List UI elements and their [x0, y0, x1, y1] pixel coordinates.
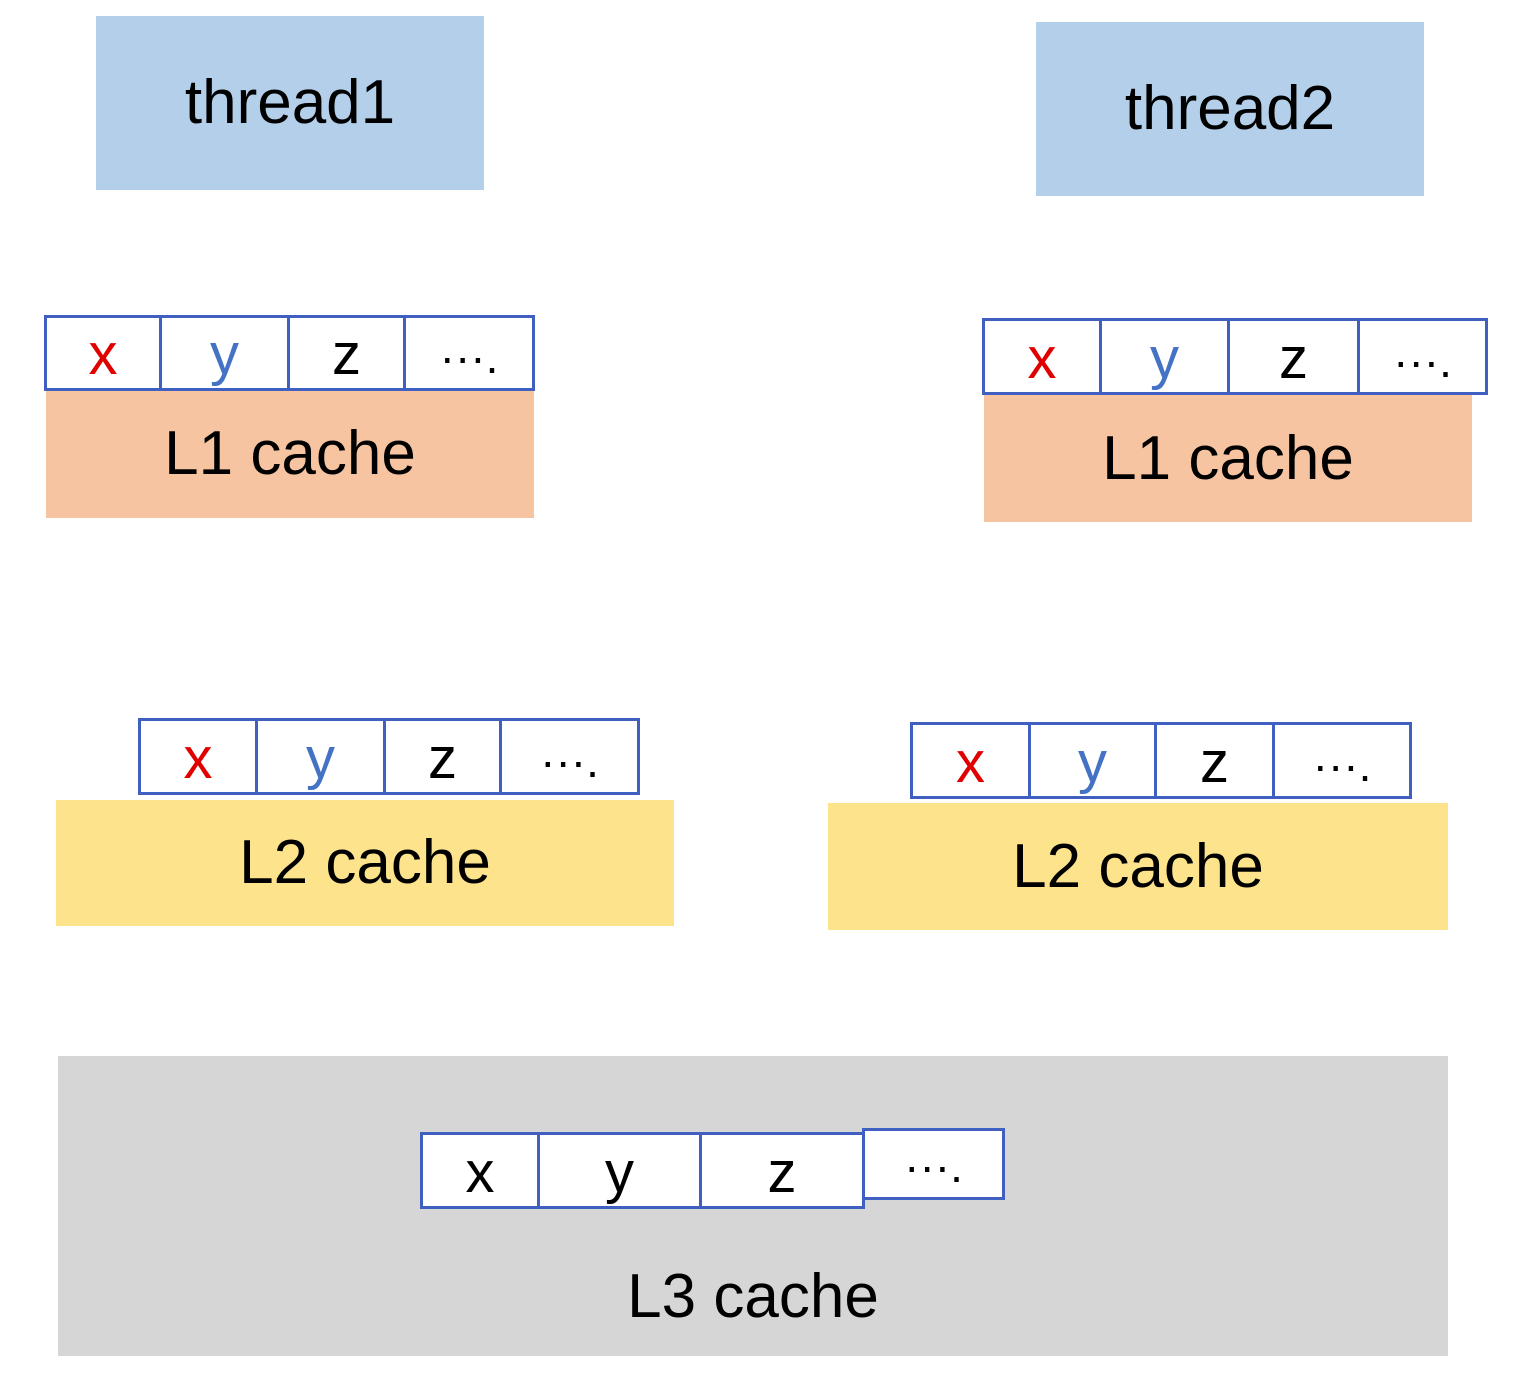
cache-cell-z: z: [1227, 318, 1360, 395]
cache-cell-y: y: [1028, 722, 1157, 799]
cache-cell-y: y: [159, 315, 290, 391]
cache-cell-y: y: [1099, 318, 1230, 395]
cache-cell-more: ···.: [1357, 318, 1488, 395]
l1-cache-label: L1 cache: [1102, 423, 1354, 493]
thread1-label: thread1: [184, 68, 396, 137]
cache-cell-more: ···.: [499, 718, 640, 795]
cache-cell-x: x: [138, 718, 258, 795]
cache-cell-x: x: [420, 1132, 540, 1209]
cache-cell-more: ···.: [1272, 722, 1412, 799]
thread2-label: thread2: [1124, 74, 1336, 143]
cache-cell-z: z: [383, 718, 502, 795]
thread1-l1-cache-line: x y z ···.: [44, 315, 535, 391]
thread1-l2-cache: L2 cache: [56, 800, 674, 926]
thread1-l1-cache: L1 cache: [46, 390, 534, 518]
thread2-box: thread2: [1036, 22, 1424, 196]
thread1-box: thread1: [96, 16, 484, 190]
cache-cell-x: x: [910, 722, 1031, 799]
l1-cache-label: L1 cache: [164, 419, 416, 488]
cache-cell-y: y: [255, 718, 386, 795]
l2-cache-label: L2 cache: [239, 828, 491, 897]
thread2-l1-cache-line: x y z ···.: [982, 318, 1488, 395]
cache-cell-y: y: [537, 1132, 702, 1209]
cache-cell-z: z: [1154, 722, 1275, 799]
cache-cell-z: z: [287, 315, 406, 391]
cache-cell-z: z: [699, 1132, 865, 1209]
cache-cell-x: x: [982, 318, 1102, 395]
l2-cache-label: L2 cache: [1012, 831, 1264, 901]
cache-cell-x: x: [44, 315, 162, 391]
thread2-l2-cache: L2 cache: [828, 803, 1448, 930]
l3-cache-line: x y z ···.: [420, 1128, 1005, 1209]
l3-cache-label: L3 cache: [627, 1262, 879, 1331]
cache-cell-more: ···.: [862, 1128, 1005, 1200]
thread1-l2-cache-line: x y z ···.: [138, 718, 640, 795]
thread2-l1-cache: L1 cache: [984, 395, 1472, 522]
thread2-l2-cache-line: x y z ···.: [910, 722, 1412, 799]
cache-cell-more: ···.: [403, 315, 535, 391]
